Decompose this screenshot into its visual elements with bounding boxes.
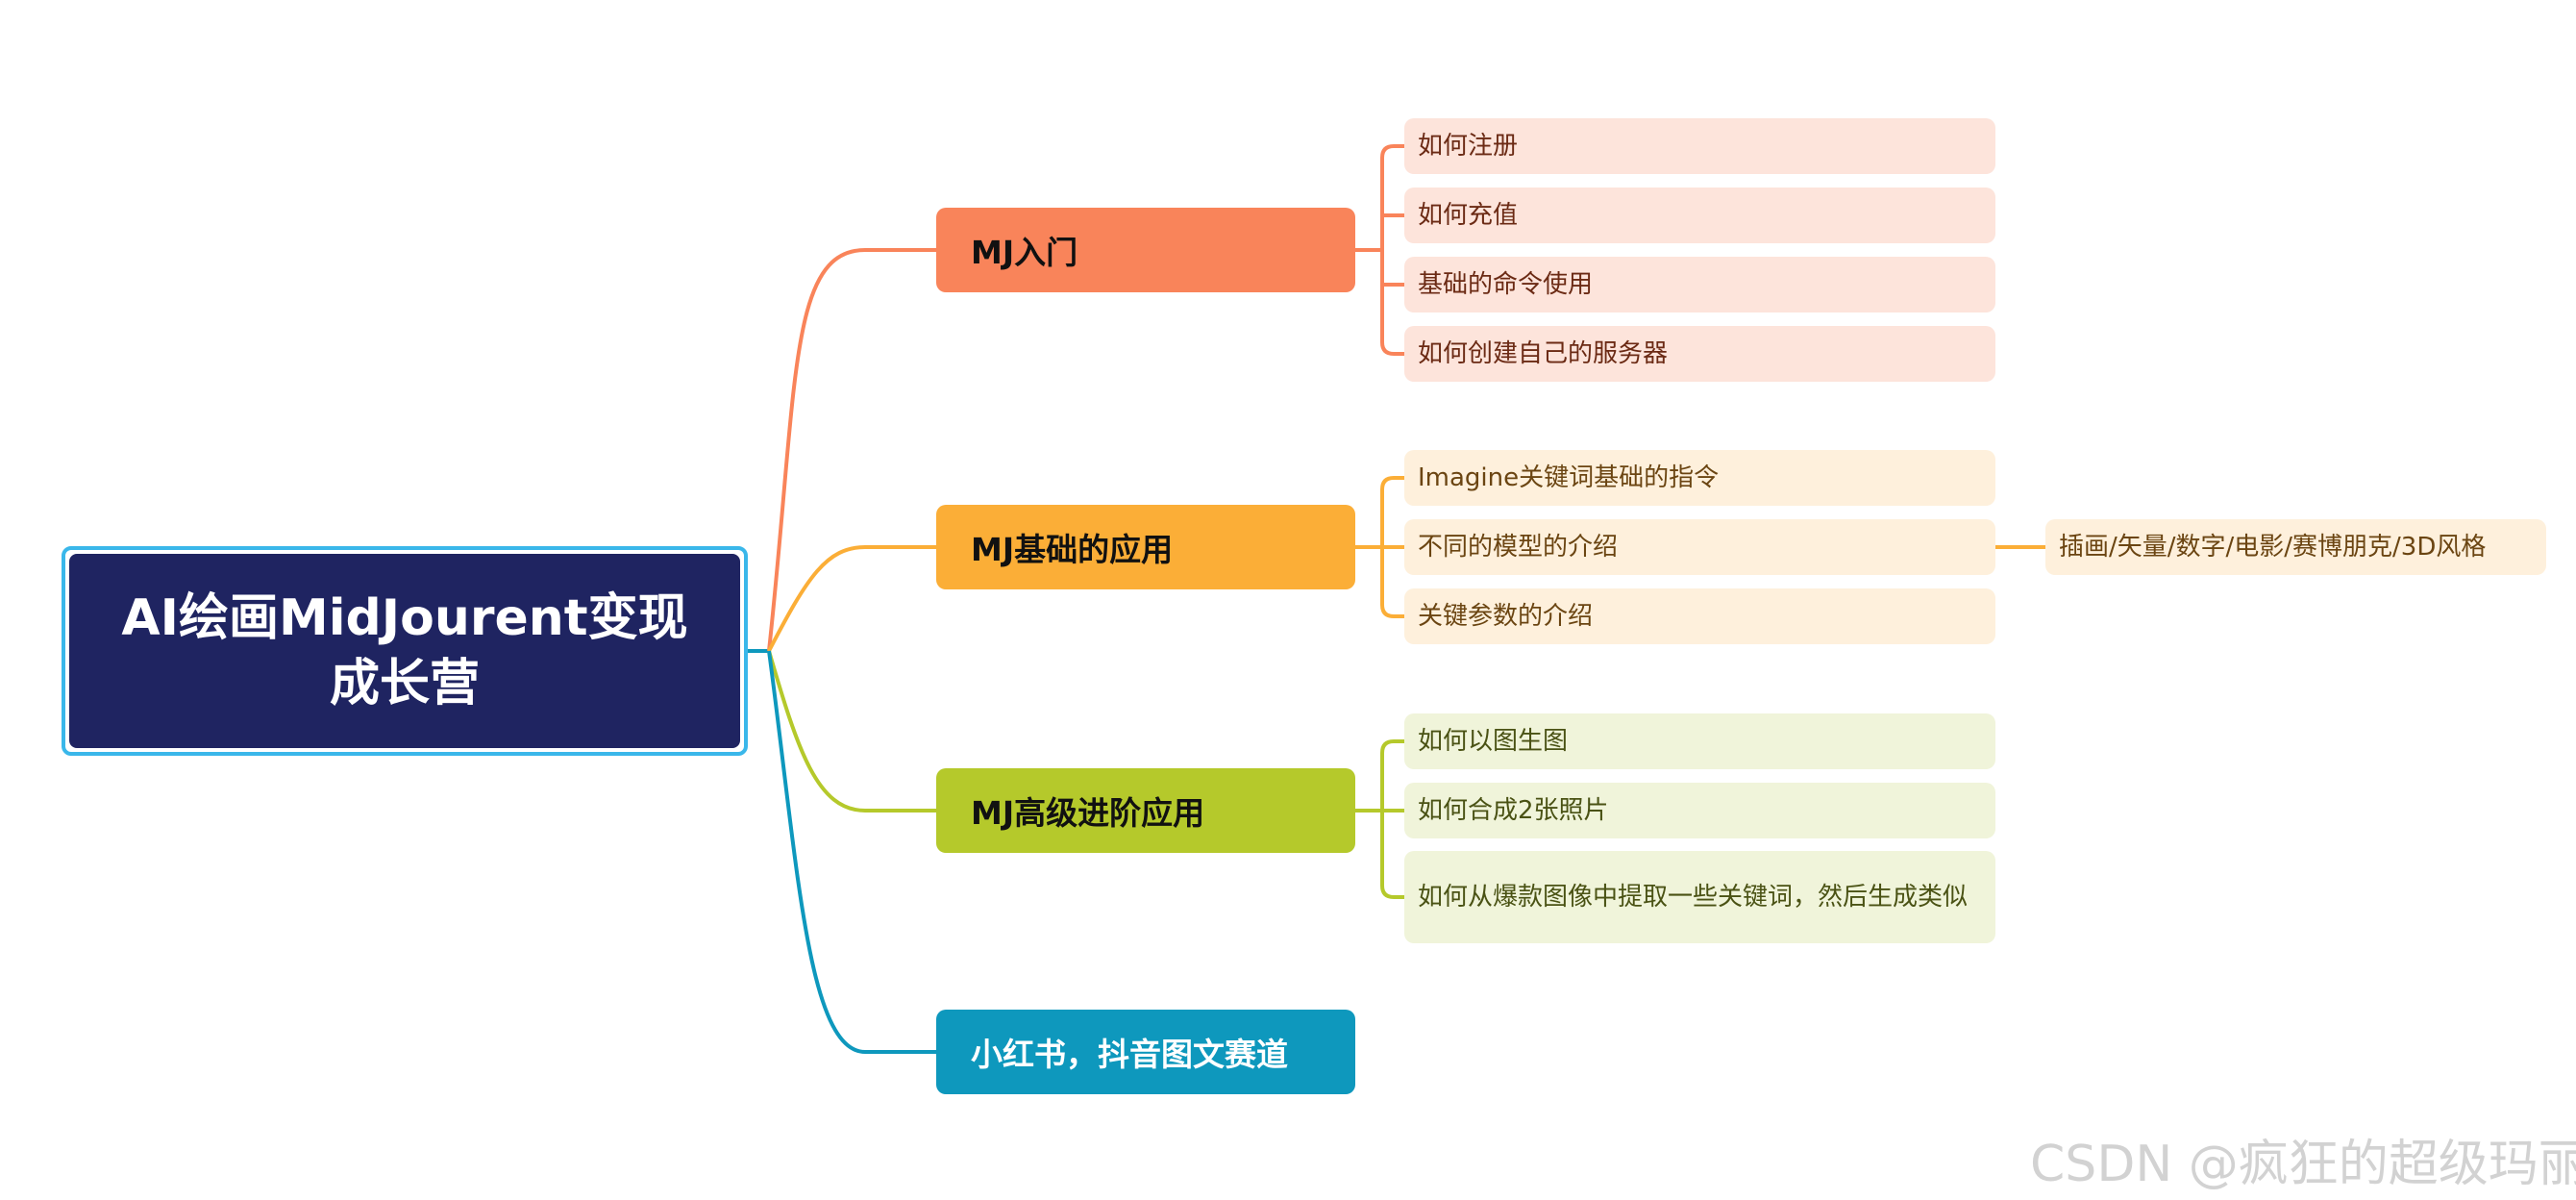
branch-mj-intro[interactable]: MJ入门	[936, 208, 1355, 292]
leaf-extract-keywords[interactable]: 如何从爆款图像中提取一些关键词，然后生成类似	[1404, 851, 1995, 943]
leaf-recharge[interactable]: 如何充值	[1404, 188, 1995, 243]
leaf-register[interactable]: 如何注册	[1404, 118, 1995, 174]
leaf-models[interactable]: 不同的模型的介绍	[1404, 519, 1995, 575]
root-title: AI绘画MidJourent变现成长营	[69, 554, 740, 748]
leaf-create-server[interactable]: 如何创建自己的服务器	[1404, 326, 1995, 382]
leaf-basic-commands[interactable]: 基础的命令使用	[1404, 257, 1995, 312]
branch-mj-advanced[interactable]: MJ高级进阶应用	[936, 768, 1355, 853]
leaf-parameters[interactable]: 关键参数的介绍	[1404, 588, 1995, 644]
watermark: CSDN @疯狂的超级玛丽	[2030, 1136, 2576, 1193]
leaf-merge-photos[interactable]: 如何合成2张照片	[1404, 783, 1995, 838]
leaf-image-to-image[interactable]: 如何以图生图	[1404, 713, 1995, 769]
branch-mj-basic[interactable]: MJ基础的应用	[936, 505, 1355, 589]
leaf-model-styles[interactable]: 插画/矢量/数字/电影/赛博朋克/3D风格	[2045, 519, 2546, 575]
leaf-imagine-keywords[interactable]: Imagine关键词基础的指令	[1404, 450, 1995, 506]
root-node[interactable]: AI绘画MidJourent变现成长营	[62, 546, 748, 756]
branch-xiaohongshu-douyin[interactable]: 小红书，抖音图文赛道	[936, 1010, 1355, 1094]
